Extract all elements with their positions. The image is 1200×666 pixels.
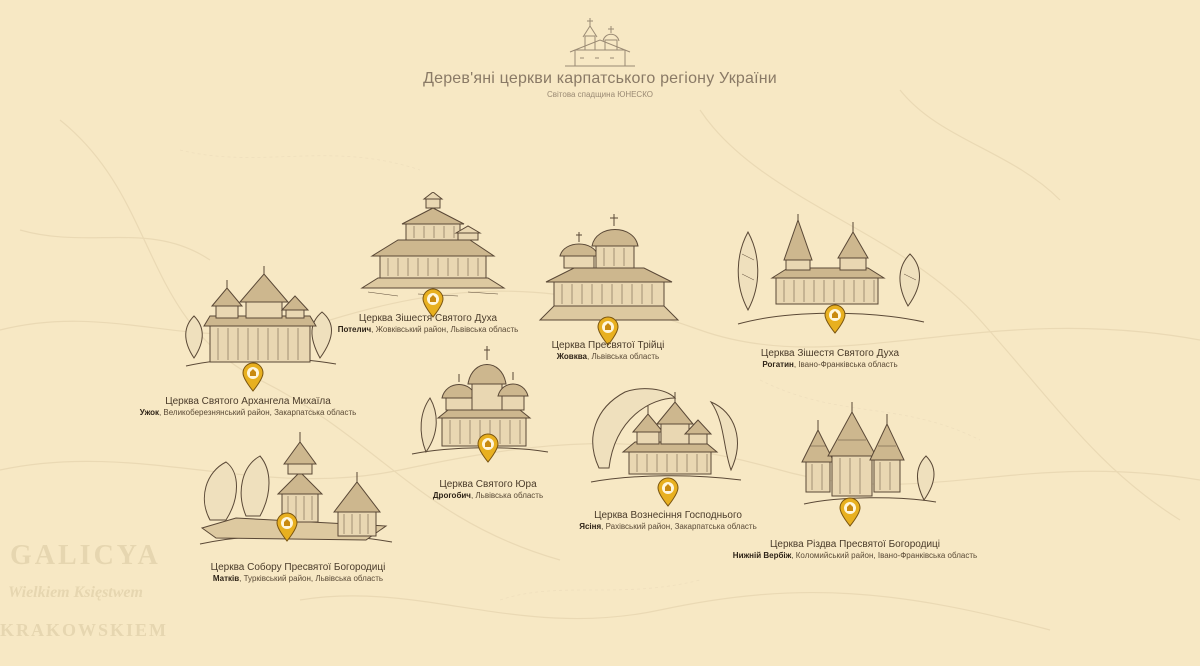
- church-name: Церква Вознесіння Господнього: [594, 510, 742, 521]
- church-illustration-uzhok: [185, 266, 337, 367]
- church-label-potelych[interactable]: Церква Зішестя Святого Духа Потелич, Жов…: [290, 313, 566, 334]
- church-illustration-yasinia: [590, 388, 742, 483]
- church-label-uzhok[interactable]: Церква Святого Архангела Михаїла Ужок, В…: [108, 396, 388, 417]
- map-text-krakowskiem: KRAKOWSKIEM: [0, 620, 169, 640]
- church-town: Матків: [212, 574, 240, 583]
- church-name: Церква Різдва Пресвятої Богородиці: [770, 539, 940, 550]
- church-name: Церква Святого Архангела Михаїла: [165, 396, 331, 407]
- church-region: , Львівська область: [470, 491, 544, 500]
- page-header: Дерев'яні церкви карпатського регіону Ук…: [0, 14, 1200, 99]
- church-logo-icon: [565, 18, 635, 67]
- map-marker-rohatyn[interactable]: [824, 304, 846, 334]
- church-town: Рогатин: [762, 360, 794, 369]
- church-label-verbizh[interactable]: Церква Різдва Пресвятої Богородиці Нижні…: [710, 539, 1000, 560]
- church-region: , Рахівський район, Закарпатська область: [601, 522, 757, 531]
- church-name: Церква Зішестя Святого Духа: [358, 313, 498, 324]
- church-region: , Жовківський район, Львівська область: [371, 325, 519, 334]
- church-name: Церква Зішестя Святого Духа: [760, 348, 900, 359]
- map-marker-zhovkva[interactable]: [597, 316, 619, 346]
- church-location: Нижній Вербіж, Коломийський район, Івано…: [710, 551, 1000, 560]
- church-location: Жовква, Львівська область: [518, 352, 698, 361]
- church-illustration-verbizh: [801, 402, 937, 505]
- church-illustration-potelych: [360, 192, 506, 297]
- church-name: Церква Пресвятої Трійці: [551, 340, 665, 351]
- church-label-yasinia[interactable]: Церква Вознесіння Господнього Ясіня, Рах…: [548, 510, 788, 531]
- page-title: Дерев'яні церкви карпатського регіону Ук…: [423, 70, 777, 87]
- church-illustration-drohobych: [411, 346, 549, 455]
- church-label-zhovkva[interactable]: Церква Пресвятої Трійці Жовква, Львівськ…: [518, 340, 698, 361]
- church-town: Нижній Вербіж: [732, 551, 792, 560]
- church-location: Потелич, Жовківський район, Львівська об…: [290, 325, 566, 334]
- map-marker-potelych[interactable]: [422, 288, 444, 318]
- map-marker-matkiv[interactable]: [276, 512, 298, 542]
- church-town: Ужок: [139, 408, 159, 417]
- church-illustration-zhovkva: [538, 214, 680, 321]
- map-marker-verbizh[interactable]: [839, 497, 861, 527]
- church-region: , Турківський район, Львівська область: [239, 574, 384, 583]
- page-subtitle: Світова спадщина ЮНЕСКО: [546, 90, 653, 99]
- map-text-galicya: GALICYA: [10, 540, 161, 571]
- church-town: Потелич: [337, 325, 372, 334]
- church-location: Дрогобич, Львівська область: [400, 491, 576, 500]
- map-marker-uzhok[interactable]: [242, 362, 264, 392]
- church-region: , Коломийський район, Івано-Франківська …: [791, 551, 978, 560]
- church-town: Ясіня: [579, 522, 602, 531]
- church-location: Матків, Турківський район, Львівська обл…: [178, 574, 418, 583]
- church-region: , Львівська область: [587, 352, 660, 361]
- church-region: , Івано-Франківська область: [793, 360, 898, 369]
- church-name: Церква Собору Пресвятої Богородиці: [210, 562, 386, 573]
- church-label-drohobych[interactable]: Церква Святого Юра Дрогобич, Львівська о…: [400, 479, 576, 500]
- church-location: Рогатин, Івано-Франківська область: [740, 360, 920, 369]
- church-label-matkiv[interactable]: Церква Собору Пресвятої Богородиці Маткі…: [178, 562, 418, 583]
- church-region: , Великоберезнянський район, Закарпатськ…: [158, 408, 357, 417]
- church-town: Жовква: [556, 352, 587, 361]
- church-location: Ужок, Великоберезнянський район, Закарпа…: [108, 408, 388, 417]
- church-town: Дрогобич: [432, 491, 471, 500]
- church-location: Ясіня, Рахівський район, Закарпатська об…: [548, 522, 788, 531]
- church-name: Церква Святого Юра: [439, 479, 537, 490]
- church-label-rohatyn[interactable]: Церква Зішестя Святого Духа Рогатин, Іва…: [740, 348, 920, 369]
- map-marker-drohobych[interactable]: [477, 433, 499, 463]
- map-text-wielkiem: Wielkiem Księstwem: [8, 584, 143, 601]
- map-marker-yasinia[interactable]: [657, 477, 679, 507]
